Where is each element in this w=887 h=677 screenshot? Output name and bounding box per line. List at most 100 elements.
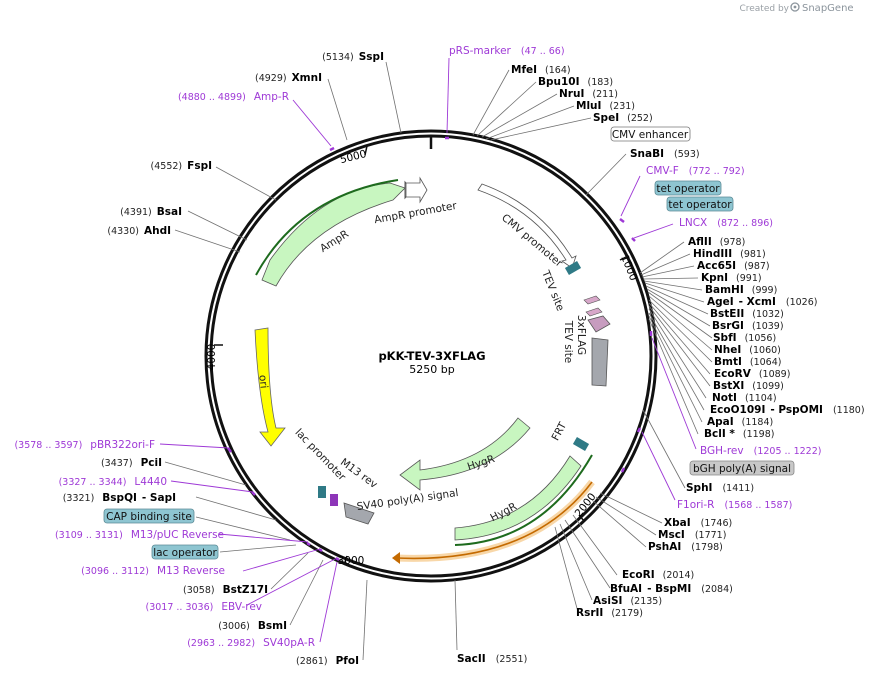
svg-text:(4552)FspI: (4552)FspI [151,160,212,172]
enzyme-label-bamhi: BamHI(999) [705,284,777,296]
svg-text:BGH-rev(1205 .. 1222): BGH-rev(1205 .. 1222) [700,445,821,457]
enzyme-label-sphi: SphI(1411) [686,482,754,494]
svg-text:BfuAI- BspMI(2084): BfuAI- BspMI(2084) [610,583,733,595]
svg-text:tet operator: tet operator [656,183,720,195]
primer-label-pbr322ori-f: (3578 .. 3597)pBR322ori-F [14,439,155,451]
feature-label: lac promoter [293,427,349,484]
f1-ori-feature [392,479,595,564]
svg-text:EcoO109I- PspOMI(1180): EcoO109I- PspOMI(1180) [710,404,865,416]
svg-text:(3006)BsmI: (3006)BsmI [218,620,287,632]
svg-text:SpeI(252): SpeI(252) [593,112,653,124]
svg-text:tet operator: tet operator [668,199,732,211]
svg-text:(4391)BsaI: (4391)BsaI [120,206,182,218]
enzyme-label-bsmi: (3006)BsmI [218,620,287,632]
feature-label: FRT [550,420,570,443]
primer-label-m13-puc-reverse: (3109 .. 3131)M13/pUC Reverse [55,529,224,541]
svg-text:SbfI(1056): SbfI(1056) [713,332,776,344]
enzyme-label-kpni: KpnI(991) [701,272,762,284]
svg-text:BsrGI(1039): BsrGI(1039) [712,320,784,332]
tick-label: 3000 [338,555,365,567]
enzyme-label-sbfi: SbfI(1056) [713,332,776,344]
svg-text:(3058)BstZ17I: (3058)BstZ17I [183,584,268,596]
svg-text:(4330)AhdI: (4330)AhdI [107,225,171,237]
enzyme-label-bpu10i: Bpu10I(183) [538,76,613,88]
primer-label-m13-reverse: (3096 .. 3112)M13 Reverse [81,565,225,577]
enzyme-label-fspi: (4552)FspI [151,160,212,172]
snapgene-logo-icon [790,2,800,12]
svg-text:AgeI- XcmI(1026): AgeI- XcmI(1026) [707,296,817,308]
enzyme-label-aflii: AflII(978) [688,236,745,248]
enzyme-label-mlui: MluI(231) [576,100,635,112]
enzyme-label-bsrgi: BsrGI(1039) [712,320,784,332]
tick-label: 4000 [206,344,218,371]
tet-operator-box: tet operator [654,180,722,196]
enzyme-label-bsteii: BstEII(1032) [710,308,784,320]
enzyme-label-bcli: BclI *(1198) [704,428,774,440]
svg-text:(3096 .. 3112)M13 Reverse: (3096 .. 3112)M13 Reverse [81,565,225,577]
svg-text:(3017 .. 3036)EBV-rev: (3017 .. 3036)EBV-rev [146,601,263,613]
svg-text:bGH poly(A) signal: bGH poly(A) signal [693,463,791,475]
primer-label-ebv-rev: (3017 .. 3036)EBV-rev [146,601,263,613]
svg-text:pRS-marker(47 .. 66): pRS-marker(47 .. 66) [449,45,565,57]
feature-label: AmpR promoter [373,200,458,226]
enzyme-label-msci: MscI(1771) [658,529,726,541]
primer-leader-lines [159,57,697,643]
enzyme-label-bsai: (4391)BsaI [120,206,182,218]
enzyme-label-bstz17i: (3058)BstZ17I [183,584,268,596]
primer-ticks [227,136,653,562]
primer-label-bgh-rev: BGH-rev(1205 .. 1222) [700,445,821,457]
svg-text:SnaBI(593): SnaBI(593) [630,148,700,160]
enzyme-label-bspqi: (3321)BspQI- SapI [63,492,176,504]
svg-text:MscI(1771): MscI(1771) [658,529,726,541]
enzyme-label-bstxi: BstXI(1099) [713,380,784,392]
enzyme-label-apai: ApaI(1184) [707,416,773,428]
enzyme-label-xmni: (4929)XmnI [255,72,322,84]
svg-text:F1ori-R(1568 .. 1587): F1ori-R(1568 .. 1587) [677,499,792,511]
svg-text:EcoRV(1089): EcoRV(1089) [714,368,790,380]
svg-text:(3437)PciI: (3437)PciI [101,457,162,469]
svg-text:NotI(1104): NotI(1104) [712,392,777,404]
feature-label: TEV site [562,320,574,364]
svg-text:(2963 .. 2982)SV40pA-R: (2963 .. 2982)SV40pA-R [187,637,315,649]
credit-prefix: Created by [739,4,789,14]
enzyme-label-rsrii: RsrII(2179) [576,607,643,619]
enzyme-label-pcii: (3437)PciI [101,457,162,469]
enzyme-label-ahdi: (4330)AhdI [107,225,171,237]
cap-binding-box: CAP binding site [103,508,195,524]
svg-text:(4929)XmnI: (4929)XmnI [255,72,322,84]
plasmid-name: pKK-TEV-3XFLAG [378,349,485,363]
tet-operator-marks [564,261,590,451]
primer-label-l4440: (3327 .. 3344)L4440 [59,476,167,488]
flag-tag-arrow [587,315,611,333]
bgh-polya-box [591,337,609,387]
enzyme-label-nrui: NruI(211) [559,88,618,100]
enzyme-label-pfoi: (2861)PfoI [296,655,359,667]
enzyme-label-agei: AgeI- XcmI(1026) [707,296,817,308]
enzyme-label-noti: NotI(1104) [712,392,777,404]
svg-text:LNCX(872 .. 896): LNCX(872 .. 896) [679,217,773,229]
svg-text:AsiSI(2135): AsiSI(2135) [593,595,662,607]
svg-text:(3578 .. 3597)pBR322ori-F: (3578 .. 3597)pBR322ori-F [14,439,155,451]
svg-text:HindIII(981): HindIII(981) [693,248,766,260]
enzyme-label-mfei: MfeI(164) [511,64,571,76]
tet-operator-box: tet operator [666,196,734,212]
svg-text:Bpu10I(183): Bpu10I(183) [538,76,613,88]
tick-label: 5000 [339,148,368,166]
svg-text:KpnI(991): KpnI(991) [701,272,762,284]
svg-text:PshAI(1798): PshAI(1798) [648,541,723,553]
primer-label-sv40pa-r: (2963 .. 2982)SV40pA-R [187,637,315,649]
svg-text:CMV-F(772 .. 792): CMV-F(772 .. 792) [646,165,745,177]
svg-text:SphI(1411): SphI(1411) [686,482,754,494]
hygr-feature-2 [454,454,593,546]
enzyme-label-hindiii: HindIII(981) [693,248,766,260]
svg-text:(3109 .. 3131)M13/pUC Reverse: (3109 .. 3131)M13/pUC Reverse [55,529,224,541]
enzyme-label-ecoo109i: EcoO109I- PspOMI(1180) [710,404,865,416]
primer-label-prs-marker: pRS-marker(47 .. 66) [449,45,565,57]
svg-text:EcoRI(2014): EcoRI(2014) [622,569,694,581]
svg-text:lac operator: lac operator [153,547,217,559]
svg-text:(4880 .. 4899)Amp-R: (4880 .. 4899)Amp-R [178,91,289,103]
bgh-polya-label-box: bGH poly(A) signal [689,460,795,476]
svg-text:NheI(1060): NheI(1060) [714,344,781,356]
tick-label: 1000 [618,253,639,282]
svg-text:NruI(211): NruI(211) [559,88,618,100]
